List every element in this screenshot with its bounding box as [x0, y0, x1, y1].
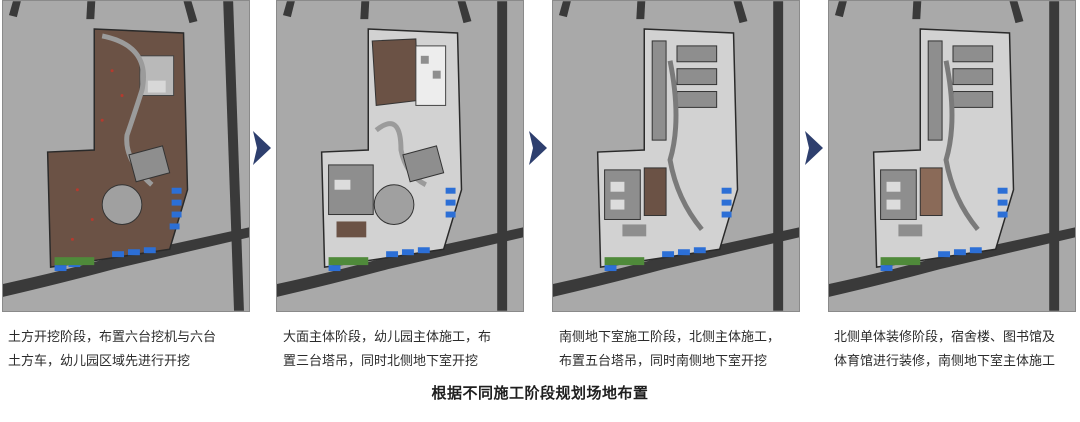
stage-2-caption-line2: 置三台塔吊，同时北侧地下室开挖 — [283, 354, 479, 369]
stage-1-caption-line2: 土方车，幼儿园区域先进行开挖 — [8, 354, 191, 369]
stage-3-caption-line2: 布置五台塔吊，同时南侧地下室开挖 — [559, 354, 768, 369]
site-plan-stage-4 — [828, 0, 1076, 312]
stage-1-caption: 土方开挖阶段，布置六台挖机与六台 土方车，幼儿园区域先进行开挖 — [8, 326, 258, 374]
site-plan-stage-3 — [552, 0, 800, 312]
site-plan-stage-2 — [276, 0, 524, 312]
arrow-right-icon — [529, 131, 547, 165]
stage-3-caption-line1: 南侧地下室施工阶段，北侧主体施工， — [559, 330, 781, 345]
stage-1-caption-line1: 土方开挖阶段，布置六台挖机与六台 — [8, 330, 217, 345]
stage-2-caption-line1: 大面主体阶段，幼儿园主体施工，布 — [283, 330, 492, 345]
stage-2-caption: 大面主体阶段，幼儿园主体施工，布 置三台塔吊，同时北侧地下室开挖 — [283, 326, 533, 374]
site-plan-drawing-1 — [3, 1, 249, 311]
figure-title: 根据不同施工阶段规划场地布置 — [431, 384, 649, 402]
arrow-right-icon — [253, 131, 271, 165]
site-plan-drawing-4 — [829, 1, 1075, 311]
stage-4-caption: 北侧单体装修阶段，宿舍楼、图书馆及 体育馆进行装修，南侧地下室主体施工 — [834, 326, 1080, 374]
site-plan-drawing-3 — [553, 1, 799, 311]
stage-4-caption-line1: 北侧单体装修阶段，宿舍楼、图书馆及 — [834, 330, 1056, 345]
arrow-right-icon — [805, 131, 823, 165]
stage-3-caption: 南侧地下室施工阶段，北侧主体施工， 布置五台塔吊，同时南侧地下室开挖 — [559, 326, 809, 374]
site-plan-stage-1 — [2, 0, 250, 312]
site-plan-drawing-2 — [277, 1, 523, 311]
stage-4-caption-line2: 体育馆进行装修，南侧地下室主体施工 — [834, 354, 1056, 369]
